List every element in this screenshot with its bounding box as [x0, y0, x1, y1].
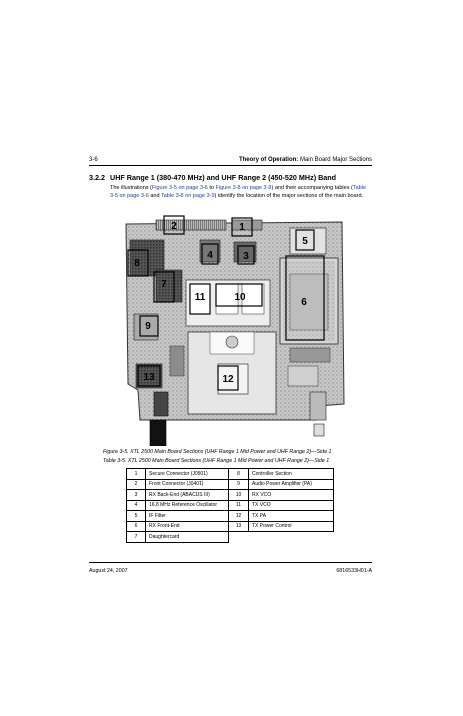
para-text: ) identify the location of the major sec…: [214, 192, 364, 199]
row-section: Secure Connector (J0501): [145, 468, 229, 480]
header-rule: [89, 165, 372, 166]
board-label-12: 12: [222, 374, 234, 385]
board-label-5: 5: [302, 236, 308, 247]
row-number: 8: [228, 468, 249, 480]
footer-date: August 24, 2007: [89, 568, 128, 574]
row-number: 1: [126, 468, 146, 480]
row-number: 11: [228, 499, 249, 511]
row-section: Front Connector (J0401): [145, 478, 229, 490]
row-number: 4: [126, 499, 146, 511]
row-number: 9: [228, 478, 249, 490]
board-label-3: 3: [243, 251, 249, 262]
row-number: 10: [228, 489, 249, 501]
table-row: 1 Secure Connector (J0501) 8 Controller …: [126, 468, 334, 480]
board-label-8: 8: [134, 258, 140, 269]
intro-paragraph: The illustrations (Figure 3-5 on page 3-…: [110, 185, 372, 200]
link-figure-3-8[interactable]: Figure 3-8 on page 3-9: [215, 185, 272, 191]
row-section: 16.8 MHz Reference Oscillator: [145, 499, 229, 511]
board-label-7: 7: [161, 279, 167, 290]
figure-caption: Figure 3-5. XTL 2500 Main Board Sections…: [103, 449, 332, 455]
row-section: RX VCO: [248, 489, 334, 501]
header-title-bold: Theory of Operation:: [238, 157, 299, 163]
main-board-photo: 1 2 3 4 5 6 7 8 9 10 11 12 13: [125, 215, 345, 446]
section-title: UHF Range 1 (380-470 MHz) and UHF Range …: [110, 173, 337, 182]
row-number: 5: [126, 510, 146, 522]
row-section: TX PA: [248, 510, 334, 522]
row-section: TX Power Control: [248, 520, 334, 532]
table-caption: Table 3-5. XTL 2500 Main Board Sections …: [103, 458, 330, 464]
para-text: to: [207, 185, 216, 191]
row-section: TX VCO: [248, 499, 334, 511]
section-number: 3.2.2: [89, 173, 105, 182]
row-number: 13: [228, 520, 249, 532]
row-section: RX Front-End: [145, 520, 229, 532]
row-number: 3: [126, 489, 146, 501]
board-label-1: 1: [239, 222, 245, 233]
board-label-6: 6: [301, 297, 307, 308]
para-text: ) and their accompanying tables (: [271, 185, 353, 191]
table-row: 7 Daughtercard: [126, 531, 334, 543]
board-label-9: 9: [145, 321, 151, 332]
link-figure-3-5[interactable]: Figure 3-5 on page 3-6: [151, 185, 208, 191]
section-heading: 3.2.2 UHF Range 1 (380-470 MHz) and UHF R…: [89, 173, 336, 182]
row-section: Controller Section: [248, 468, 334, 480]
header-title: Theory of Operation: Main Board Major Se…: [239, 157, 372, 163]
para-text: The illustrations (: [110, 185, 152, 191]
row-number: 2: [126, 478, 146, 490]
row-number: 7: [126, 531, 146, 543]
row-section: Daughtercard: [145, 531, 229, 543]
row-number: 6: [126, 520, 146, 532]
row-section: IF Filter: [145, 510, 229, 522]
board-label-10: 10: [234, 292, 246, 303]
board-label-2: 2: [171, 221, 177, 232]
header-title-rest: Main Board Major Sections: [298, 157, 372, 163]
table-row: 3 RX Back-End (ABACUS III) 10 RX VCO: [126, 489, 334, 501]
footer-doc-number: 6816533H01-A: [336, 568, 372, 574]
row-section: Audio Power Amplifier (PA): [248, 478, 334, 490]
row-number: 12: [228, 510, 249, 522]
board-label-4: 4: [207, 250, 213, 261]
row-section: RX Back-End (ABACUS III): [145, 489, 229, 501]
footer-rule: [89, 562, 372, 563]
board-label-13: 13: [143, 372, 155, 383]
table-row: 5 IF Filter 12 TX PA: [126, 510, 334, 522]
table-row: 6 RX Front-End 13 TX Power Control: [126, 520, 334, 532]
table-row: 2 Front Connector (J0401) 9 Audio Power …: [126, 478, 334, 490]
table-row: 4 16.8 MHz Reference Oscillator 11 TX VC…: [126, 499, 334, 511]
para-text: and: [148, 192, 161, 199]
sections-table: 1 Secure Connector (J0501) 8 Controller …: [126, 468, 334, 543]
page-number: 3-6: [89, 157, 98, 163]
board-label-11: 11: [195, 292, 206, 303]
link-table-3-5[interactable]: Table 3-5 on page 3-6: [110, 185, 366, 199]
link-table-3-8[interactable]: Table 3-8 on page 3-9: [160, 192, 215, 199]
